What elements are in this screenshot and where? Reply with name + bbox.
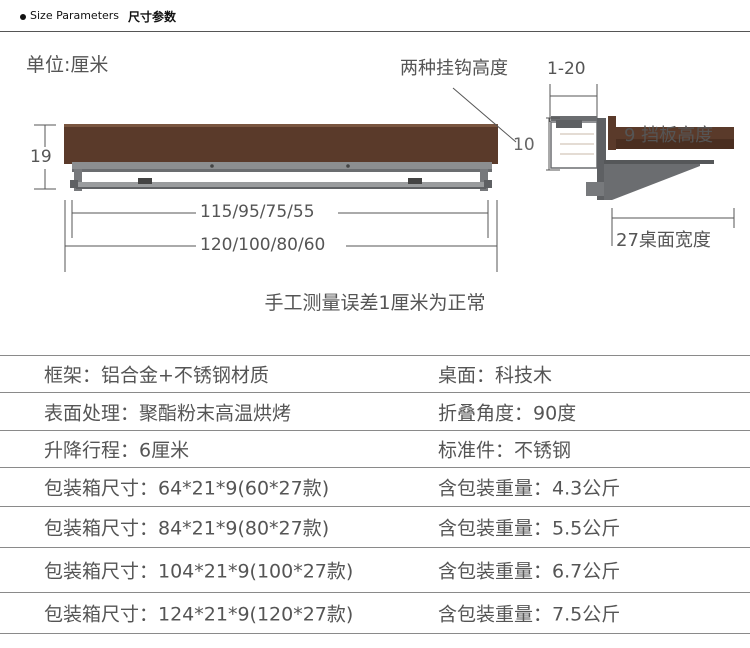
section-title-en: Size Parameters xyxy=(30,9,120,22)
outer-width-dimension-label: 120/100/80/60 xyxy=(200,235,326,255)
spec-right: 桌面：科技木 xyxy=(438,364,553,387)
section-header: Size Parameters 尺寸参数 xyxy=(0,0,750,32)
spec-table: 框架：铝合金+不锈钢材质 桌面：科技木 表面处理：聚酯粉末高温烘烤 折叠角度：9… xyxy=(0,355,750,634)
unit-label: 单位:厘米 xyxy=(26,54,109,76)
side-tabletop-dark xyxy=(612,139,734,149)
dimension-diagram: 单位:厘米 19 115/95/75/55 120/100/80/60 两种挂钩… xyxy=(0,32,750,352)
spec-row: 表面处理：聚酯粉末高温烘烤 折叠角度：90度 xyxy=(0,392,750,430)
inner-width-dimension-label: 115/95/75/55 xyxy=(200,202,315,222)
spec-left: 框架：铝合金+不锈钢材质 xyxy=(44,364,269,387)
hook-pointer-line xyxy=(452,87,517,143)
front-hang-rail xyxy=(76,182,486,187)
spec-left: 升降行程：6厘米 xyxy=(44,439,190,462)
spec-left: 包装箱尺寸：84*21*9(80*27款) xyxy=(44,517,330,540)
side-wall-rail xyxy=(551,116,597,121)
front-end-cap xyxy=(484,180,492,188)
bullet-icon xyxy=(20,14,26,20)
spec-row: 升降行程：6厘米 标准件：不锈钢 xyxy=(0,430,750,467)
spec-left: 包装箱尺寸：124*21*9(120*27款) xyxy=(44,603,354,626)
side-bracket-clamp xyxy=(586,182,604,196)
side-upright xyxy=(597,118,606,200)
hook-height-label: 两种挂钩高度 xyxy=(400,58,508,79)
section-title-zh: 尺寸参数 xyxy=(128,10,177,24)
front-frame-bolt xyxy=(346,164,350,168)
front-hook xyxy=(138,178,152,184)
front-frame-bolt xyxy=(210,164,214,168)
side-bracket-rail xyxy=(604,160,714,164)
front-end-cap xyxy=(70,180,78,188)
spec-left: 包装箱尺寸：104*21*9(100*27款) xyxy=(44,560,354,583)
product-drawing xyxy=(34,84,735,272)
front-frame-shadow xyxy=(72,169,492,172)
front-tabletop xyxy=(64,124,498,164)
front-hook xyxy=(408,178,422,184)
spec-row: 框架：铝合金+不锈钢材质 桌面：科技木 xyxy=(0,355,750,392)
side-bracket xyxy=(604,160,700,200)
side-baffle xyxy=(608,116,616,150)
tabletop-depth-label: 27桌面宽度 xyxy=(616,230,711,251)
front-tabletop-edge xyxy=(64,124,498,127)
baffle-height-label: 9 挡板高度 xyxy=(624,125,714,146)
measurement-note: 手工测量误差1厘米为正常 xyxy=(264,292,486,314)
spec-right: 标准件：不锈钢 xyxy=(438,439,572,462)
header-divider xyxy=(0,31,750,32)
side-tabletop xyxy=(612,127,734,139)
spec-row: 包装箱尺寸：84*21*9(80*27款) 含包装重量：5.5公斤 xyxy=(0,506,750,547)
hook-range-label: 1-20 xyxy=(547,59,586,79)
spec-row: 包装箱尺寸：64*21*9(60*27款) 含包装重量：4.3公斤 xyxy=(0,467,750,506)
side-height-label: 10 xyxy=(513,135,535,155)
spec-right: 折叠角度：90度 xyxy=(438,402,577,424)
spec-row: 包装箱尺寸：104*21*9(100*27款) 含包装重量：6.7公斤 xyxy=(0,547,750,592)
front-hang-rail-shadow xyxy=(76,187,486,189)
spec-left: 表面处理：聚酯粉末高温烘烤 xyxy=(44,402,292,424)
spec-right: 含包装重量：7.5公斤 xyxy=(438,603,621,626)
side-wall-plate xyxy=(550,121,598,169)
spec-right: 含包装重量：5.5公斤 xyxy=(438,517,621,540)
spec-right: 含包装重量：6.7公斤 xyxy=(438,560,621,583)
side-hook-block xyxy=(556,120,582,128)
front-frame-bar xyxy=(72,162,492,169)
spec-row: 包装箱尺寸：124*21*9(120*27款) 含包装重量：7.5公斤 xyxy=(0,592,750,634)
spec-left: 包装箱尺寸：64*21*9(60*27款) xyxy=(44,477,330,500)
spec-right: 含包装重量：4.3公斤 xyxy=(438,477,621,500)
height-dimension-label: 19 xyxy=(30,147,52,167)
